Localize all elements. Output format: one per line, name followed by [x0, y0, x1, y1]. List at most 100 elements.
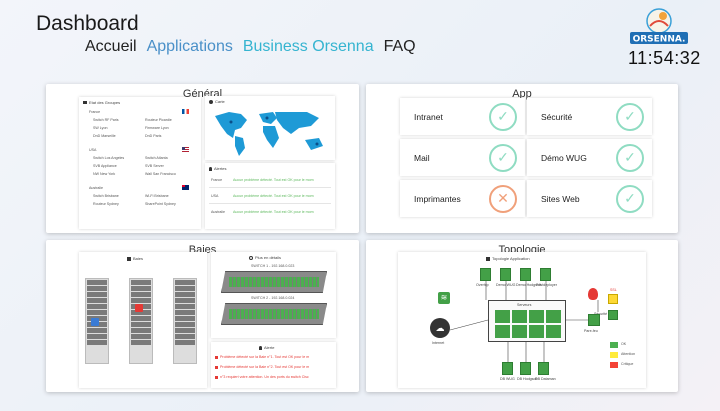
legend-label: Critique: [621, 362, 634, 367]
racks-box: Baies: [79, 252, 207, 388]
app-tile-imprimantes[interactable]: Imprimantes ✕: [400, 180, 525, 217]
group-item[interactable]: SVB Appliance: [93, 164, 117, 168]
group-item[interactable]: Routeur Picardie: [145, 118, 172, 122]
detail-label: Plus en détails: [255, 255, 282, 260]
nav-business-orsenna[interactable]: Business Orsenna: [242, 38, 374, 55]
wifi-icon: ≋: [438, 292, 450, 304]
node-firewall[interactable]: [588, 314, 600, 326]
node-demo-wug[interactable]: [500, 268, 511, 281]
node-db-dataman[interactable]: [538, 362, 549, 375]
group-item[interactable]: SW Lyon: [93, 126, 108, 130]
group-item[interactable]: Switch RF Paris: [93, 118, 119, 122]
legend-swatch-ok: [610, 342, 618, 348]
legend: OK Attention Critique: [610, 342, 642, 368]
nav-accueil[interactable]: Accueil: [85, 38, 137, 55]
map-title: Carte: [215, 99, 225, 104]
folder-icon: [83, 101, 87, 104]
group-item[interactable]: Switch Brisbane: [93, 194, 119, 198]
node-label: DB Dataman: [535, 377, 556, 381]
windows-icon: [127, 256, 131, 261]
world-map[interactable]: [211, 106, 331, 158]
node-label: Demo Hodgsoft: [516, 283, 541, 287]
alerts-box: Alertes France Aucun problème détecté. T…: [205, 163, 335, 229]
nav-applications[interactable]: Applications: [146, 38, 233, 55]
cross-icon: ✕: [489, 184, 517, 213]
alert-region: Australie: [211, 210, 225, 214]
servers-label: Serveurs: [517, 303, 532, 307]
app-tile-demo-wug[interactable]: Démo WUG ✓: [527, 139, 652, 176]
internet-label: Internet: [432, 341, 445, 345]
group-item[interactable]: Routeur Sydney: [93, 202, 119, 206]
warning-icon: [91, 318, 99, 326]
alert-dot-icon: [215, 366, 218, 369]
clock: 11:54:32: [628, 48, 701, 68]
group-item[interactable]: Wi-Fi Brisbane: [145, 194, 169, 198]
alert-text: Aucun problème détecté. Tout est OK pour…: [233, 194, 314, 198]
alert-dot-icon: [215, 376, 218, 379]
check-icon: ✓: [489, 143, 517, 172]
flag-france-icon: [182, 109, 189, 114]
app-tile-label: Intranet: [414, 111, 443, 122]
orsenna-logo[interactable]: ORSENNA.: [628, 8, 690, 46]
group-item[interactable]: DnD Marseille: [93, 134, 116, 138]
node-ssl[interactable]: [608, 294, 618, 304]
servers-group[interactable]: Serveurs: [488, 300, 566, 342]
baies-alert-text: Problème détecté sur la Baie n°2. Tout e…: [220, 365, 310, 369]
baies-alert-text: Problème détecté sur la Baie n°1. Tout e…: [220, 355, 310, 359]
svg-text:ORSENNA.: ORSENNA.: [633, 35, 686, 45]
app-tile-securite[interactable]: Sécurité ✓: [527, 98, 652, 135]
bell-icon: [259, 345, 262, 350]
app-tile-mail[interactable]: Mail ✓: [400, 139, 525, 176]
node-label: DB WUG: [500, 377, 515, 381]
fire-icon: [588, 288, 598, 300]
flag-usa-icon: [182, 147, 189, 152]
app-tile-label: Mail: [414, 152, 430, 163]
map-box: Carte: [205, 96, 335, 160]
general-panel: Général Etat des Groupes France Switch R…: [46, 84, 359, 233]
sitemap-icon: [486, 256, 490, 261]
node-overhip[interactable]: [480, 268, 491, 281]
group-country: France: [89, 110, 101, 114]
group-item[interactable]: Switch Los Angeles: [93, 156, 125, 160]
ssl-label: SSL: [610, 288, 617, 292]
group-item[interactable]: SVB Server: [145, 164, 164, 168]
baies-alert-text: n°3 requiert votre attention. Un des por…: [220, 375, 309, 379]
node-security[interactable]: [608, 310, 618, 320]
nav-faq[interactable]: FAQ: [383, 38, 416, 55]
baies-panel: Baies Baies Plus en détails SWITCH 1 - 1…: [46, 240, 359, 392]
node-postdeployer[interactable]: [540, 268, 551, 281]
node-db-wug[interactable]: [502, 362, 513, 375]
group-item[interactable]: SharePoint Sydney: [145, 202, 176, 206]
app-tile-label: Sites Web: [541, 193, 580, 204]
legend-label: Attention: [621, 352, 636, 357]
app-tile-sites-web[interactable]: Sites Web ✓: [527, 180, 652, 217]
search-icon: [249, 255, 253, 260]
group-country: USA: [89, 148, 97, 152]
group-item[interactable]: Switch Atlanta: [145, 156, 168, 160]
switch-detail-box: Plus en détails SWITCH 1 - 192.168.0.023…: [211, 252, 336, 338]
topology-subtitle: Topologie Application: [492, 256, 530, 261]
baies-alerts-box: Alerte Problème détecté sur la Baie n°1.…: [211, 342, 336, 388]
warning-icon: [135, 304, 143, 312]
group-item[interactable]: Wall San Francisco: [145, 172, 176, 176]
group-item[interactable]: DnD Paris: [145, 134, 162, 138]
check-icon: ✓: [489, 102, 517, 131]
rack-3[interactable]: [173, 278, 197, 364]
check-icon: ✓: [616, 184, 644, 213]
groups-box: Etat des Groupes France Switch RF Paris …: [79, 97, 201, 229]
app-tile-label: Imprimantes: [414, 193, 461, 204]
alerts-title: Alertes: [214, 166, 227, 171]
bell-icon: [209, 166, 212, 171]
node-db-hodgsoft[interactable]: [520, 362, 531, 375]
group-item[interactable]: NW New York: [93, 172, 116, 176]
node-label: DB Hodgsoft: [517, 377, 538, 381]
group-item[interactable]: Firmware Lyon: [145, 126, 169, 130]
rack-2[interactable]: [129, 278, 153, 364]
topology-links: [449, 280, 599, 362]
groups-title: Etat des Groupes: [89, 100, 121, 105]
security-label: Sécurité: [594, 312, 608, 316]
node-demo-hodgsoft[interactable]: [520, 268, 531, 281]
alert-region: USA: [211, 194, 219, 198]
app-tile-intranet[interactable]: Intranet ✓: [400, 98, 525, 135]
legend-swatch-attention: [610, 352, 618, 358]
